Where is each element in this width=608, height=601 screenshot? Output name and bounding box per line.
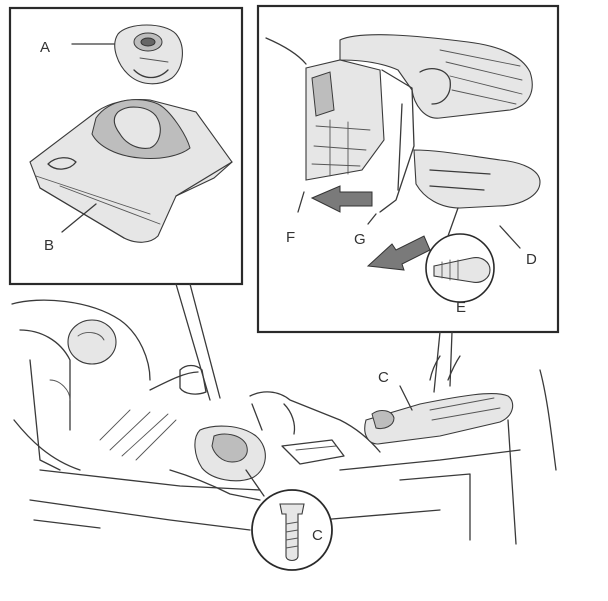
shift-lever-assembly — [265, 34, 541, 213]
leader-c-top — [399, 385, 413, 411]
arrow-g — [366, 235, 431, 271]
leader-g — [367, 213, 377, 225]
inset-left-connector-2 — [189, 283, 221, 399]
part-a-cap — [114, 24, 183, 85]
callout-e: E — [456, 299, 466, 316]
callout-c-top: C — [378, 369, 389, 386]
arrow-f — [310, 185, 373, 213]
inset-right-frame — [256, 4, 560, 334]
inset-left: A B — [8, 6, 244, 286]
part-c-fastener-detail — [245, 469, 333, 571]
inset-right: F G D E — [256, 4, 560, 334]
leader-d — [499, 225, 521, 249]
inset-left-frame — [8, 6, 244, 286]
callout-a: A — [40, 39, 50, 56]
callout-d: D — [526, 251, 537, 268]
inset-right-connector-2 — [449, 331, 453, 387]
callout-c-bottom: C — [312, 527, 323, 544]
part-e-fastener — [425, 207, 495, 303]
part-b-trim-panel — [29, 98, 233, 243]
leader-f — [297, 191, 305, 213]
callout-g: G — [354, 231, 366, 248]
callout-f: F — [286, 229, 295, 246]
leader-b — [61, 203, 97, 233]
callout-b: B — [44, 237, 54, 254]
